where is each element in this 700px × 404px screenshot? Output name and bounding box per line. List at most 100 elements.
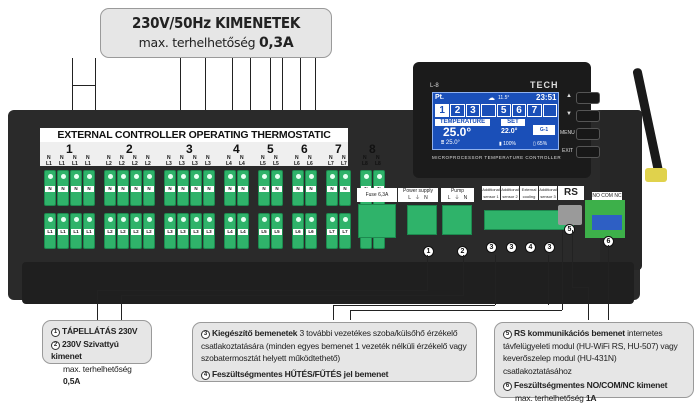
screw-icon xyxy=(48,217,53,222)
neutral-terminal[interactable]: N xyxy=(143,170,155,206)
connector-line xyxy=(121,295,122,320)
live-terminal[interactable]: L7 xyxy=(326,213,338,249)
terminal-label: N xyxy=(191,186,201,192)
strip-l-label: L3 xyxy=(166,161,172,167)
neutral-terminal[interactable]: N xyxy=(83,170,95,206)
live-terminal[interactable]: L7 xyxy=(339,213,351,249)
live-terminal[interactable]: L2 xyxy=(130,213,142,249)
neutral-terminal[interactable]: N xyxy=(117,170,129,206)
neutral-terminal[interactable]: N xyxy=(130,170,142,206)
screw-icon xyxy=(194,217,199,222)
strip-n-label: N xyxy=(274,155,278,161)
neutral-terminal[interactable]: N xyxy=(190,170,202,206)
controller-footer: MICROPROCESSOR TEMPERATURE CONTROLLER xyxy=(432,155,562,160)
terminal-label: L6 xyxy=(306,229,316,235)
strip-n-label: N xyxy=(180,155,184,161)
live-terminal[interactable]: L6 xyxy=(305,213,317,249)
connector-line xyxy=(427,255,428,291)
neutral-terminal[interactable]: N xyxy=(44,170,56,206)
live-terminal[interactable]: L1 xyxy=(57,213,69,249)
zone-cell: 5 xyxy=(496,104,511,117)
screw-icon xyxy=(228,174,233,179)
neutral-terminal[interactable]: N xyxy=(70,170,82,206)
neutral-terminal[interactable]: N xyxy=(164,170,176,206)
live-terminal[interactable]: L5 xyxy=(258,213,270,249)
live-terminal[interactable]: L3 xyxy=(190,213,202,249)
neutral-terminal[interactable]: N xyxy=(224,170,236,206)
terminal-label: N xyxy=(165,186,175,192)
strip-l-label: L2 xyxy=(106,161,112,167)
live-terminal[interactable]: L4 xyxy=(237,213,249,249)
screw-icon xyxy=(309,217,314,222)
power-supply-terminal[interactable] xyxy=(407,205,437,235)
live-terminal[interactable]: L2 xyxy=(104,213,116,249)
connector-line xyxy=(572,287,588,288)
strip-n-label: N xyxy=(363,155,367,161)
menu-button[interactable] xyxy=(576,128,600,140)
strip-l-label: L2 xyxy=(145,161,151,167)
screw-icon xyxy=(48,174,53,179)
live-terminal[interactable]: L6 xyxy=(292,213,304,249)
connector-line xyxy=(333,305,495,306)
strip-l-label: L6 xyxy=(307,161,313,167)
screw-icon xyxy=(181,217,186,222)
relay-terminal[interactable] xyxy=(592,215,622,230)
terminal-label: N xyxy=(293,186,303,192)
live-terminal[interactable]: L3 xyxy=(203,213,215,249)
screw-icon xyxy=(121,217,126,222)
screw-icon xyxy=(275,217,280,222)
neutral-terminal[interactable]: N xyxy=(339,170,351,206)
connector-line xyxy=(608,245,609,320)
screw-icon xyxy=(330,174,335,179)
screw-icon xyxy=(134,174,139,179)
weather-icon: ☁ xyxy=(488,95,495,102)
live-terminal[interactable]: L4 xyxy=(224,213,236,249)
connector-line xyxy=(121,295,463,296)
live-terminal[interactable]: L1 xyxy=(83,213,95,249)
neutral-terminal[interactable]: N xyxy=(326,170,338,206)
callout-marker: 3 xyxy=(506,242,517,253)
neutral-terminal[interactable]: N xyxy=(203,170,215,206)
zone-cell xyxy=(481,104,496,117)
screw-icon xyxy=(108,217,113,222)
strip-n-label: N xyxy=(206,155,210,161)
up-button[interactable] xyxy=(576,92,600,104)
live-terminal[interactable]: L1 xyxy=(44,213,56,249)
strip-n-label: N xyxy=(329,155,333,161)
neutral-terminal[interactable]: N xyxy=(177,170,189,206)
neutral-terminal[interactable]: N xyxy=(237,170,249,206)
live-terminal[interactable]: L2 xyxy=(143,213,155,249)
screw-icon xyxy=(207,174,212,179)
screw-icon xyxy=(228,217,233,222)
strip-n-label: N xyxy=(133,155,137,161)
terminal-label: L1 xyxy=(58,229,68,235)
connector-line xyxy=(463,255,464,296)
live-terminal[interactable]: L2 xyxy=(117,213,129,249)
neutral-terminal[interactable]: N xyxy=(258,170,270,206)
valves-label-strip: EXTERNAL CONTROLLER OPERATING THERMOSTAT… xyxy=(40,128,348,155)
neutral-terminal[interactable]: N xyxy=(57,170,69,206)
live-terminal[interactable]: L1 xyxy=(70,213,82,249)
exit-button[interactable] xyxy=(576,146,600,158)
set-value: 22.0° xyxy=(501,128,518,135)
connector-line xyxy=(572,230,573,287)
pump-terminal[interactable] xyxy=(442,205,472,235)
strip-n-label: N xyxy=(376,155,380,161)
neutral-terminal[interactable]: N xyxy=(271,170,283,206)
strip-l-label: L7 xyxy=(341,161,347,167)
floor-temp: ⩩ 25.0° xyxy=(441,140,460,146)
zone-cell: 7 xyxy=(527,104,542,117)
live-terminal[interactable]: L3 xyxy=(177,213,189,249)
neutral-terminal[interactable]: N xyxy=(305,170,317,206)
neutral-terminal[interactable]: N xyxy=(292,170,304,206)
live-terminal[interactable]: L3 xyxy=(164,213,176,249)
down-button[interactable] xyxy=(576,110,600,122)
live-terminal[interactable]: L5 xyxy=(271,213,283,249)
fuse-holder[interactable] xyxy=(358,204,396,238)
terminal-label: L4 xyxy=(225,229,235,235)
rs-port[interactable] xyxy=(558,205,582,225)
neutral-terminal[interactable]: N xyxy=(104,170,116,206)
terminal-label: L2 xyxy=(131,229,141,235)
terminal-label: L3 xyxy=(204,229,214,235)
